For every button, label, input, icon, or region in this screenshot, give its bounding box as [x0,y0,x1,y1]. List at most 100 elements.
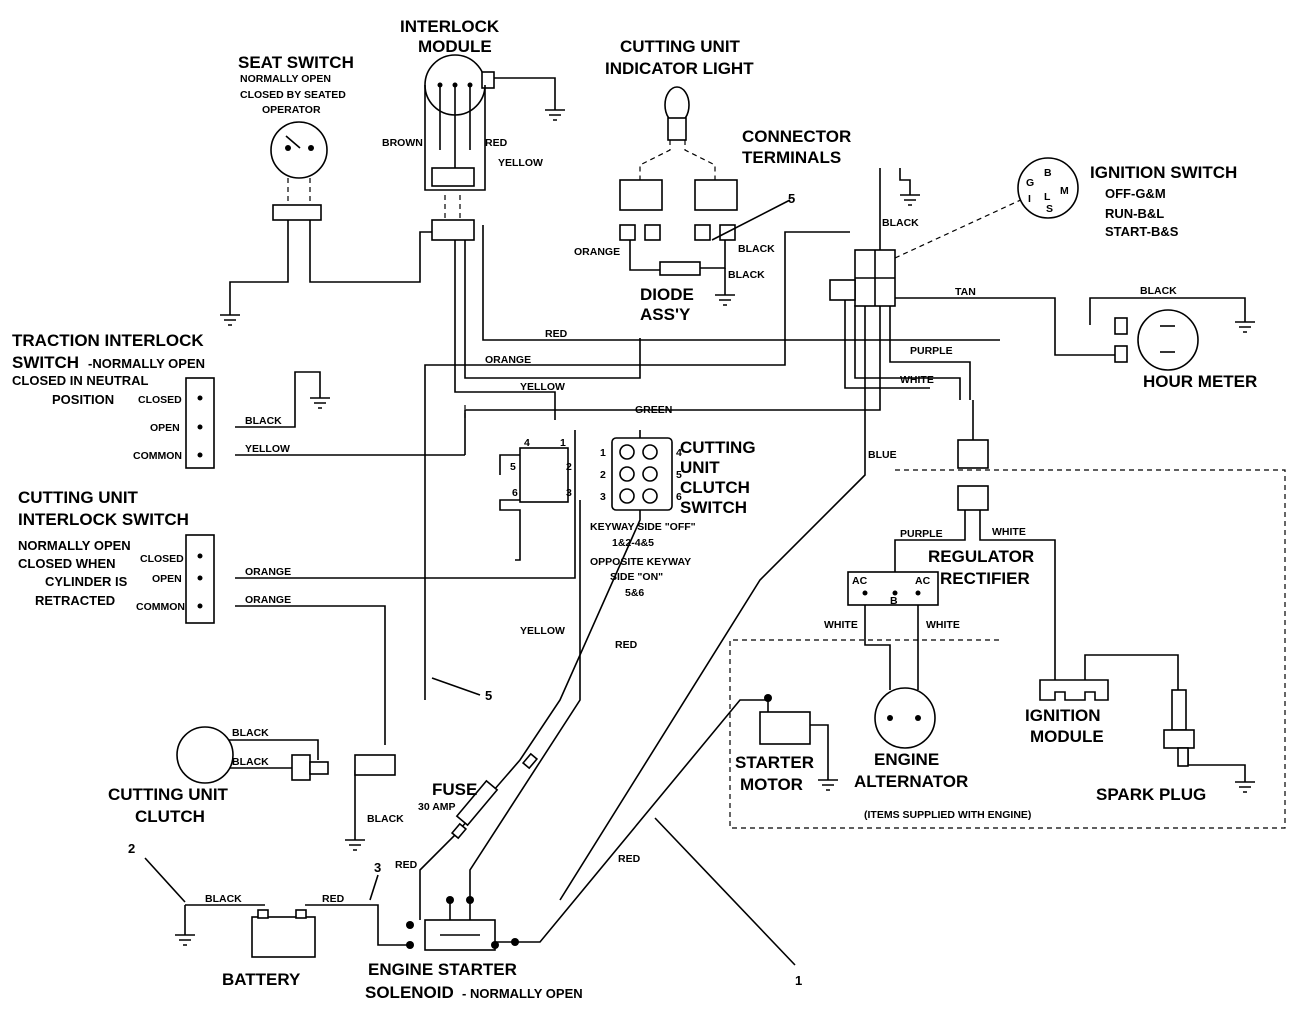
ignition-connector-shape [829,249,896,307]
ignition-state-2: RUN-B&L [1105,206,1164,221]
clutch-pin-6: 6 [676,491,682,503]
rotor-pin-3: 3 [566,487,572,499]
ignition-title: IGNITION SWITCH [1090,163,1237,182]
solenoid-title-1: ENGINE STARTER [368,960,517,979]
ignition-state-3: START-B&S [1105,224,1179,239]
wire-black-clutch-1: BLACK [232,727,269,739]
solenoid-title-2: SOLENOID [365,983,454,1002]
indicator-title-2: INDICATOR LIGHT [605,59,754,78]
regulator-shape [847,571,939,606]
starter-title-1: STARTER [735,753,814,772]
cutting-switch-desc-1: NORMALLY OPEN [18,538,131,553]
wire-orange-cut-1: ORANGE [245,566,291,578]
wire-black-diode-2: BLACK [728,269,765,281]
traction-pin-common: COMMON [133,450,182,462]
starter-motor-shape [759,694,811,745]
cutting-switch-desc-4: RETRACTED [35,593,115,608]
hour-meter-shape [1114,309,1199,371]
wire-brown-1: BROWN [382,137,423,149]
clutch-pin-3: 3 [600,491,606,503]
fuse-shape [450,752,539,840]
battery-title: BATTERY [222,970,301,989]
battery-shape [251,909,316,958]
clutch-pin-1: 1 [600,447,606,459]
wire-white-3: WHITE [824,619,858,631]
dashed-links [287,140,1026,418]
traction-desc-2: POSITION [52,392,114,407]
ignition-module-title-1: IGNITION [1025,706,1101,725]
clutch-switch-desc-4: SIDE "ON" [610,571,663,583]
ign-pin-s: S [1046,203,1053,215]
diode-title-2: ASS'Y [640,305,691,324]
regulator-title-2: RECTIFIER [940,569,1030,588]
clutch-switch-desc-1: KEYWAY SIDE "OFF" [590,521,696,533]
wire-orange-main: ORANGE [485,354,531,366]
solenoid-shape [406,896,519,951]
wire-yellow-1: YELLOW [498,157,543,169]
ignition-state-1: OFF-G&M [1105,186,1166,201]
ground-symbols [175,109,1255,946]
cutting-switch-title-1: CUTTING UNIT [18,488,139,507]
ignition-module-title-2: MODULE [1030,727,1104,746]
wire-white-4: WHITE [926,619,960,631]
solenoid-suffix: - NORMALLY OPEN [462,986,583,1001]
wire-red-long: RED [615,639,638,651]
seat-switch-desc-3: OPERATOR [262,104,321,116]
rotor-pin-4: 4 [524,437,530,449]
wire-tan: TAN [955,286,976,298]
callout-4: 5 [788,191,795,206]
ignition-switch-shape [1017,157,1079,219]
wire-black-clutch-2: BLACK [232,756,269,768]
diode-title-1: DIODE [640,285,694,304]
wire-black-hour: BLACK [1140,285,1177,297]
wire-yellow-traction: YELLOW [245,443,290,455]
wire-black-battery: BLACK [205,893,242,905]
seat-switch-desc-2: CLOSED BY SEATED [240,89,346,101]
wire-red-solenoid: RED [395,859,418,871]
alternator-shape [874,687,936,749]
connector-title-2: TERMINALS [742,148,841,167]
indicator-title-1: CUTTING UNIT [620,37,741,56]
engine-box [729,469,1286,829]
cutting-pin-open: OPEN [152,573,182,585]
wire-purple-1: PURPLE [910,345,953,357]
clutch-switch-desc-3: OPPOSITE KEYWAY [590,556,691,568]
labels: SEAT SWITCH NORMALLY OPEN CLOSED BY SEAT… [12,17,1257,1002]
diode-shape [659,261,701,276]
wires [184,77,1246,946]
rotor-pin-5: 5 [510,461,516,473]
seat-switch-desc-1: NORMALLY OPEN [240,73,331,85]
seat-switch-shape [270,121,328,221]
callout-1: 1 [795,973,802,988]
alternator-title-2: ALTERNATOR [854,772,968,791]
rotor-pin-2: 2 [566,461,572,473]
spark-plug-shape [1163,689,1195,767]
engine-connector-bottom [957,485,989,511]
cutting-switch-title-2: INTERLOCK SWITCH [18,510,189,529]
callout-2: 2 [128,841,135,856]
clutch-title-1: CUTTING UNIT [108,785,229,804]
wire-red-battery: RED [322,893,345,905]
spark-plug-title: SPARK PLUG [1096,785,1206,804]
wire-black-ign: BLACK [882,217,919,229]
clutch-shape [176,726,396,784]
wire-black-clutch-3: BLACK [367,813,404,825]
traction-switch-shape [185,377,215,469]
clutch-switch-shape [519,437,673,511]
reg-pin-ac1: AC [852,575,868,587]
wire-orange-diode: ORANGE [574,246,620,258]
cutting-switch-desc-2: CLOSED WHEN [18,556,116,571]
wire-red-starter: RED [618,853,641,865]
indicator-light-shape [664,86,690,141]
traction-pin-open: OPEN [150,422,180,434]
traction-title-2: SWITCH [12,353,79,372]
cutting-switch-shape [185,534,215,624]
seat-switch-title: SEAT SWITCH [238,53,354,72]
connector-title-1: CONNECTOR [742,127,851,146]
clutch-switch-title-4: SWITCH [680,498,747,517]
interlock-module-shape [424,54,495,241]
ign-pin-g: G [1026,177,1034,189]
rotor-pin-1: 1 [560,437,566,449]
